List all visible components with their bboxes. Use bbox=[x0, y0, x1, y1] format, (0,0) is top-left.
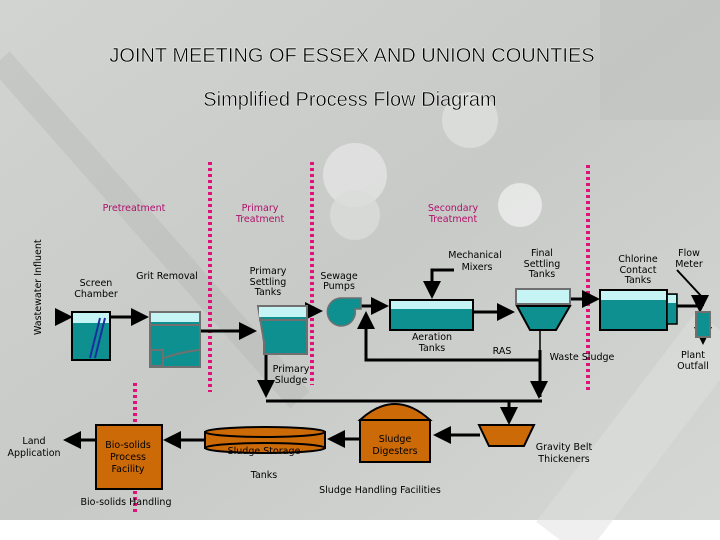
biosolids-handling-label: Bio-solids Handling bbox=[81, 497, 172, 508]
flow-lines bbox=[55, 268, 712, 449]
ras-label: RAS bbox=[493, 346, 512, 357]
digesters-label-1: Sludge bbox=[379, 434, 412, 445]
screen-label-2: Chamber bbox=[74, 289, 118, 300]
pumps-label-1: Sewage bbox=[320, 271, 357, 282]
screen-chamber bbox=[71, 311, 111, 361]
mixers-label-1: Mechanical bbox=[448, 250, 501, 261]
section-primary-line1: Primary bbox=[242, 203, 279, 214]
sludge-digester bbox=[357, 403, 433, 463]
flow-meter-icon bbox=[695, 311, 711, 338]
gbt-label-2: Thickeners bbox=[537, 454, 589, 465]
sludge-storage-tank bbox=[204, 426, 326, 454]
biosolids-process-facility bbox=[95, 424, 163, 490]
screen-label-1: Screen bbox=[80, 278, 113, 289]
chlorine-label-3: Tanks bbox=[624, 275, 652, 286]
primary-sludge-label-2: Sludge bbox=[275, 375, 308, 386]
section-primary-line2: Treatment bbox=[235, 214, 285, 225]
tanks-label: Tanks bbox=[250, 470, 278, 481]
gbt-label-1: Gravity Belt bbox=[536, 442, 593, 453]
mixers-label-2: Mixers bbox=[462, 262, 493, 273]
influent-label: Wastewater Influent bbox=[33, 239, 44, 335]
aeration-label-2: Tanks bbox=[418, 343, 446, 354]
final-settling-label-1: Final bbox=[531, 248, 553, 259]
biosolids-facility-label-1: Bio-solids bbox=[105, 440, 151, 451]
pumps-label-2: Pumps bbox=[323, 281, 355, 292]
sewage-pump-icon bbox=[326, 297, 362, 327]
flow-meter-label-2: Meter bbox=[675, 259, 703, 270]
primary-settling-label-2: Settling bbox=[250, 277, 287, 288]
grit-label: Grit Removal bbox=[136, 271, 198, 282]
primary-settling-label-3: Tanks bbox=[254, 287, 282, 298]
aeration-tank bbox=[389, 299, 474, 331]
page-title: JOINT MEETING OF ESSEX AND UNION COUNTIE… bbox=[109, 45, 594, 67]
biosolids-facility-label-3: Facility bbox=[112, 464, 145, 475]
final-settling-tank bbox=[515, 288, 572, 331]
digesters-label-2: Digesters bbox=[372, 446, 417, 457]
chlorine-label-2: Contact bbox=[620, 265, 657, 276]
sludge-handling-label: Sludge Handling Facilities bbox=[319, 485, 441, 496]
section-secondary-line2: Treatment bbox=[428, 214, 478, 225]
final-settling-label-3: Tanks bbox=[528, 269, 556, 280]
chlorine-contact-tank bbox=[599, 289, 678, 331]
outfall-label-1: Plant bbox=[681, 350, 705, 361]
outfall-label-2: Outfall bbox=[677, 361, 709, 372]
primary-settling-label-1: Primary bbox=[250, 266, 287, 277]
land-label-2: Application bbox=[7, 448, 60, 459]
section-pretreatment: Pretreatment bbox=[103, 203, 166, 214]
land-label-1: Land bbox=[22, 436, 45, 447]
aeration-label-1: Aeration bbox=[412, 332, 452, 343]
waste-sludge-label: Waste Sludge bbox=[550, 352, 615, 363]
section-secondary-line1: Secondary bbox=[428, 203, 479, 214]
flow-meter-label-1: Flow bbox=[678, 248, 700, 259]
primary-sludge-label-1: Primary bbox=[273, 364, 310, 375]
gravity-belt-thickener bbox=[477, 424, 536, 447]
page-subtitle: Simplified Process Flow Diagram bbox=[203, 89, 496, 111]
final-settling-label-2: Settling bbox=[524, 259, 561, 270]
biosolids-facility-label-2: Process bbox=[110, 452, 146, 463]
storage-label: Sludge Storage bbox=[228, 446, 301, 457]
chlorine-label-1: Chlorine bbox=[618, 254, 658, 265]
primary-settling-tank bbox=[256, 305, 308, 355]
grit-removal-tank bbox=[149, 311, 201, 368]
